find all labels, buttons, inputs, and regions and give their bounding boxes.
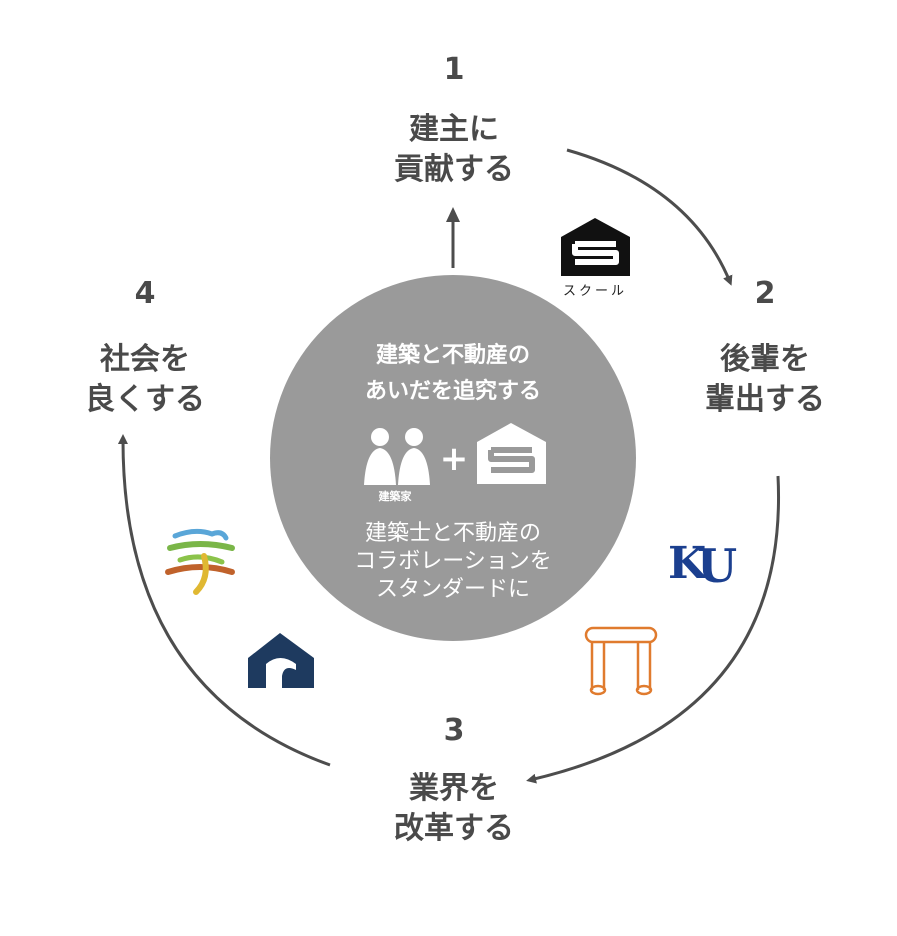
arrow-1-to-2	[566, 148, 733, 286]
step-label-line2: 貢献する	[394, 152, 514, 187]
svg-text:K: K	[668, 538, 708, 589]
arrow-3-to-4	[117, 434, 331, 767]
center-title-line2: あいだを追究する	[364, 379, 541, 404]
svg-text:U: U	[697, 539, 737, 593]
people-caption: 建築家	[378, 490, 412, 503]
ku-logo-icon: K U	[668, 538, 737, 593]
step-label-line1: 後輩を	[720, 342, 810, 377]
step-number: 2	[754, 276, 776, 311]
center-circle	[270, 275, 636, 641]
arrow-up-icon	[446, 207, 460, 268]
center-title-line1: 建築と不動産の	[375, 343, 530, 368]
step-3: 3 業界を 改革する	[349, 713, 559, 849]
arrow-2-to-3	[526, 475, 781, 784]
house-logo-icon	[248, 633, 314, 688]
step-number: 4	[134, 276, 156, 311]
school-logo-caption: スクール	[562, 284, 627, 299]
center-sub-line3: スタンダードに	[375, 577, 530, 602]
center-title: 建築と不動産の あいだを追究する	[280, 338, 626, 410]
center-subtitle: 建築士と不動産の コラボレーションを スタンダードに	[280, 520, 626, 604]
center-s-logo-icon	[477, 423, 546, 484]
kanji-logo-icon	[165, 528, 235, 595]
center-sub-line1: 建築士と不動産の	[364, 521, 541, 546]
step-number: 3	[443, 713, 465, 748]
step-label-line2: 良くする	[85, 382, 205, 417]
step-label-line2: 改革する	[394, 811, 514, 846]
plus-sign: +	[440, 439, 469, 479]
people-icon	[364, 428, 430, 485]
center-sub-line2: コラボレーションを	[354, 549, 552, 574]
step-1: 1 建主に 貢献する	[349, 52, 559, 190]
school-s-logo-icon	[561, 218, 630, 276]
step-label-line1: 建主に	[409, 112, 499, 147]
gate-logo-icon	[584, 626, 658, 696]
step-number: 1	[443, 52, 465, 87]
step-2: 2 後輩を 輩出する	[670, 276, 860, 420]
step-label-line1: 業界を	[409, 771, 499, 806]
step-label-line1: 社会を	[100, 342, 190, 377]
step-label-line2: 輩出する	[705, 382, 825, 417]
step-4: 4 社会を 良くする	[50, 276, 240, 420]
